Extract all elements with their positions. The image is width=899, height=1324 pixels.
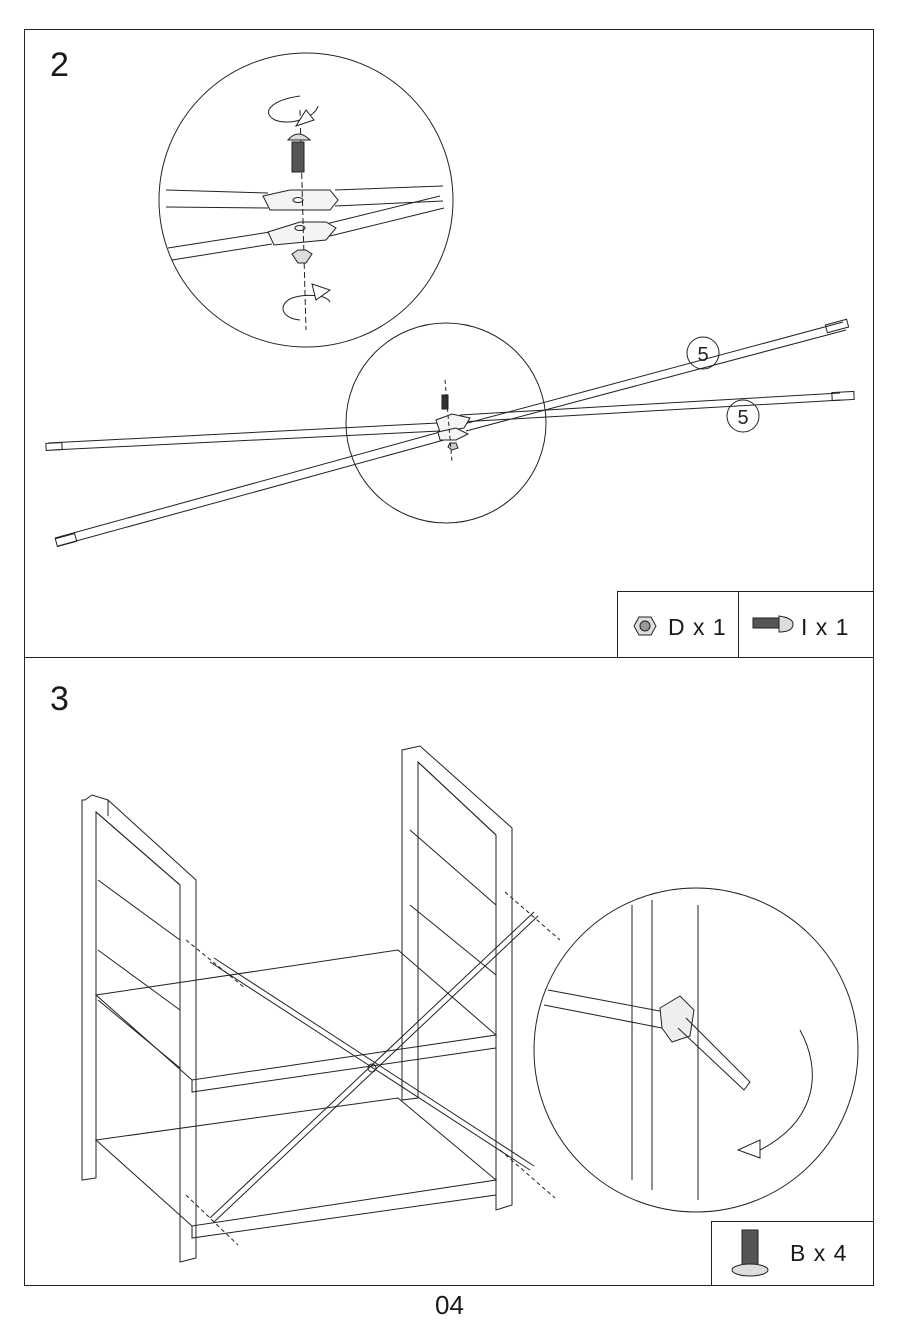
detail-circle-step-3 [534,888,858,1212]
page-number: 04 [0,1290,899,1321]
hardware-label-b: B x 4 [790,1240,847,1267]
hardware-box-b: B x 4 [711,1221,874,1286]
bolt-icon [728,1226,772,1282]
